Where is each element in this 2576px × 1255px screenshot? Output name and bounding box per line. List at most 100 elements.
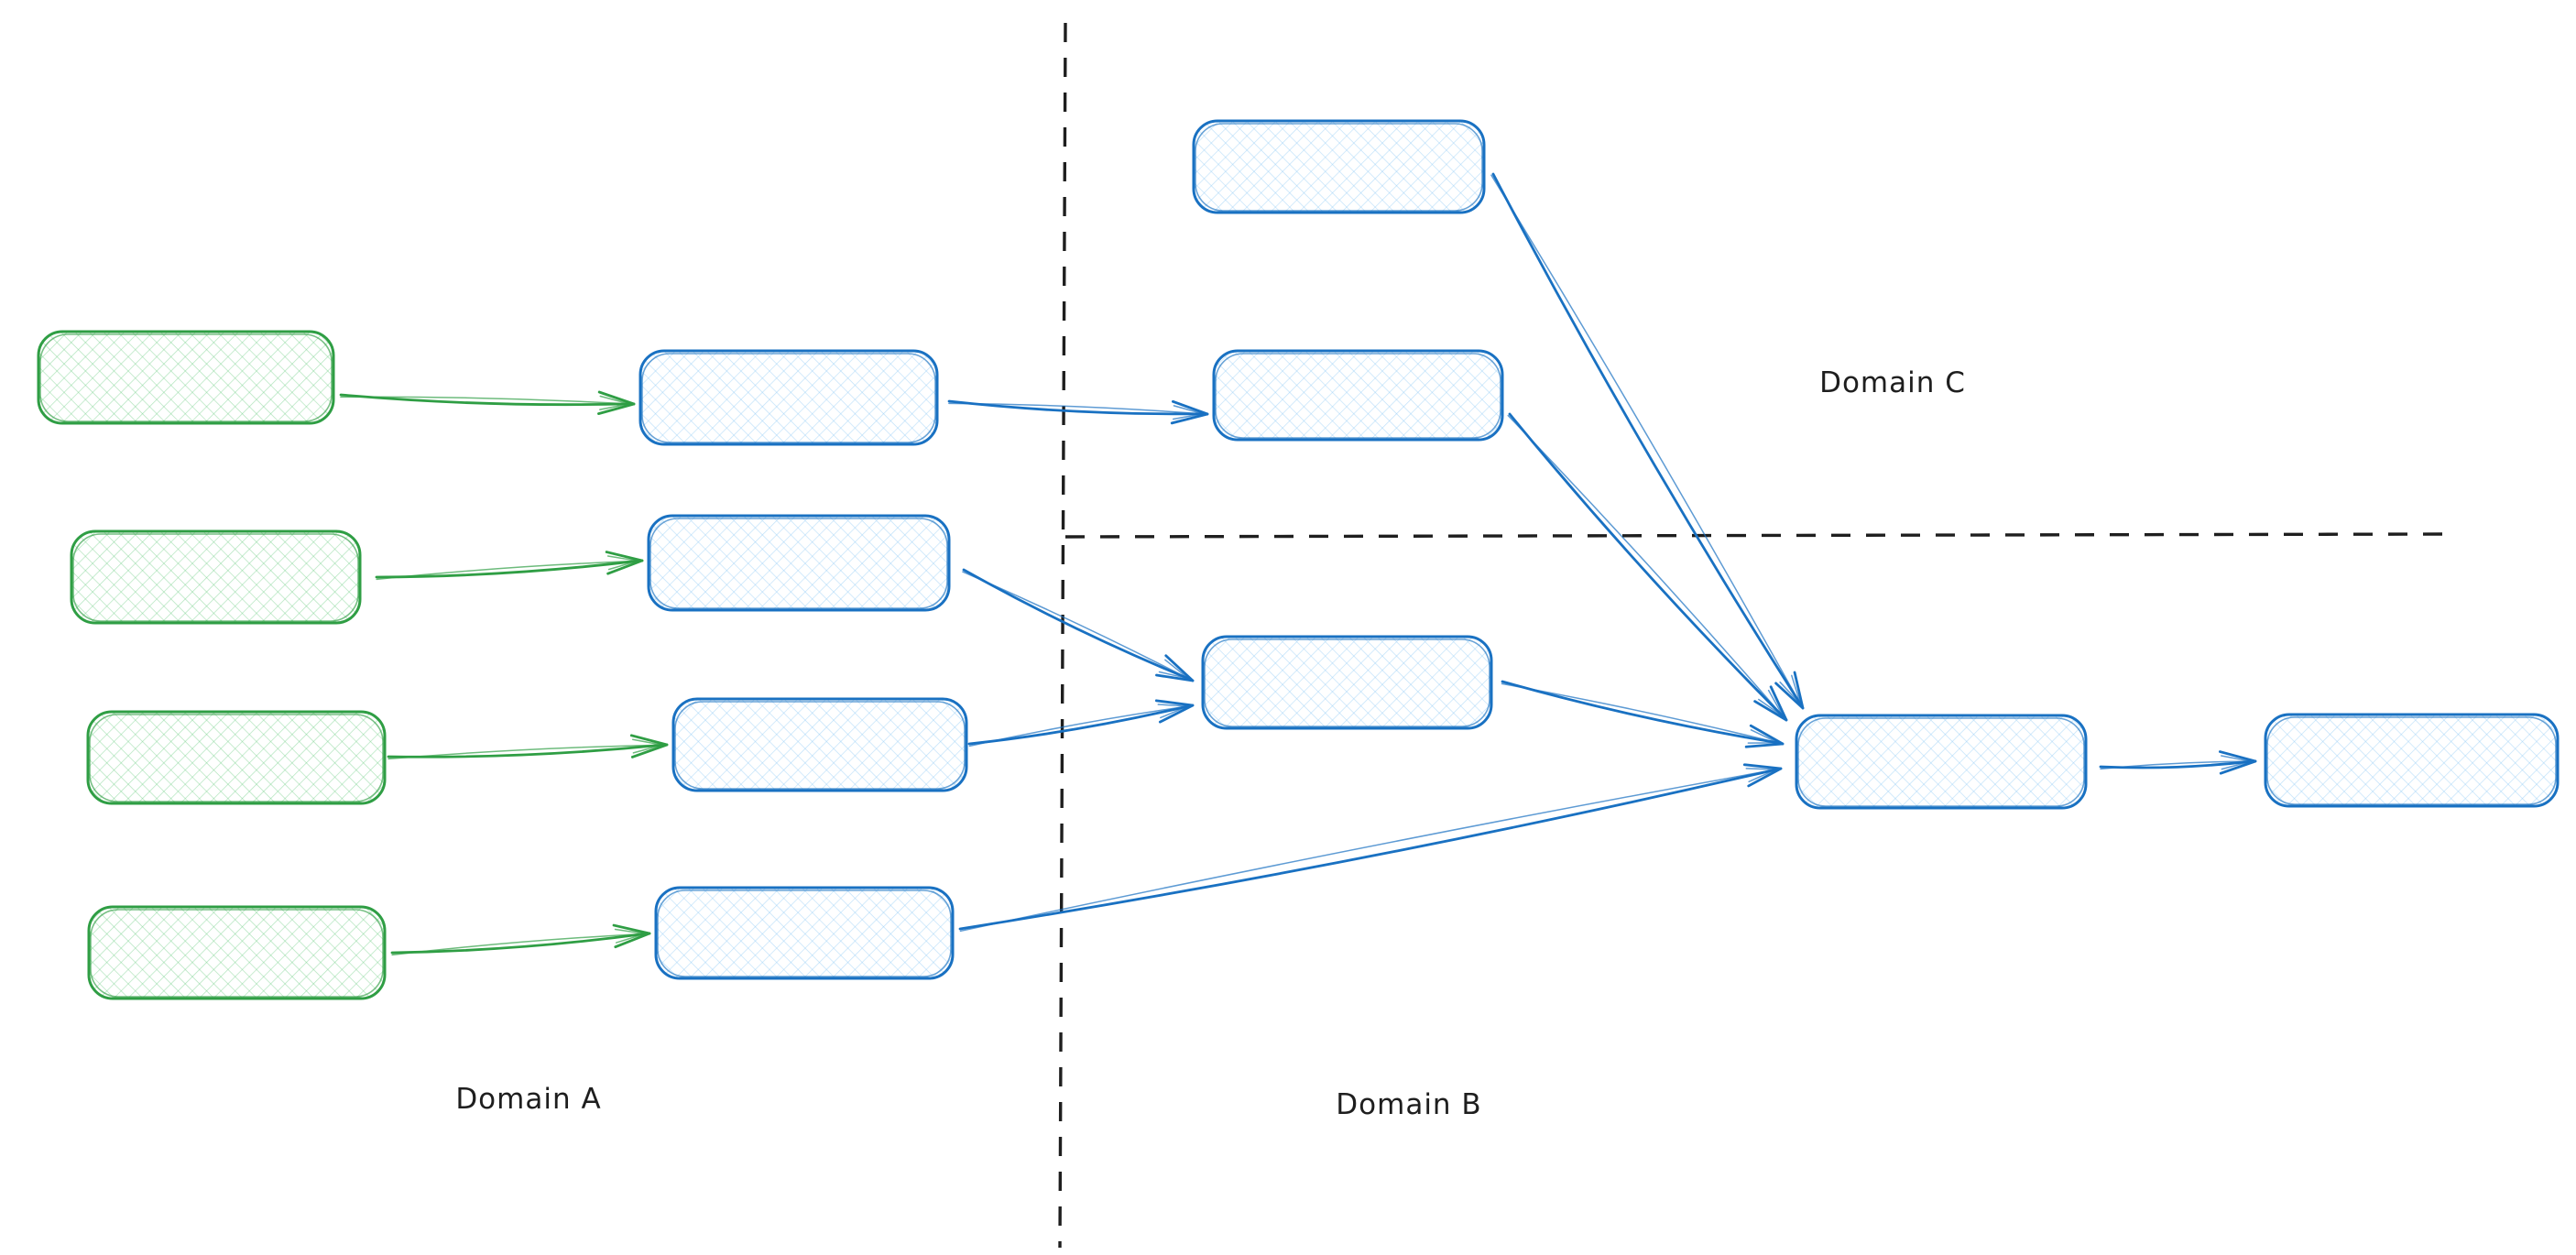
node-body xyxy=(1795,714,2088,810)
arrow-shaft xyxy=(947,399,1205,416)
arrow-shaft-echo xyxy=(2100,760,2249,770)
node-outline-echo xyxy=(641,353,936,443)
arrow-a2-to-b-row3[interactable] xyxy=(962,568,1195,682)
arrow-head-echo xyxy=(1758,698,1785,718)
node-outline-echo xyxy=(657,889,952,977)
arrow-head xyxy=(2218,750,2257,763)
arrow-head-echo xyxy=(1164,659,1190,680)
arrow-head-echo xyxy=(1173,405,1204,415)
label-domain-b[interactable]: Domain B xyxy=(1336,1088,1481,1121)
arrow-b-row2-to-hub[interactable] xyxy=(1507,412,1788,722)
arrow-head-echo xyxy=(1750,729,1779,744)
arrow-head xyxy=(1774,682,1805,710)
node-outline-echo xyxy=(1215,353,1501,439)
arrow-head-echo xyxy=(1779,681,1802,705)
arrow-shaft-echo xyxy=(948,402,1201,415)
arrow-head xyxy=(1158,704,1195,724)
arrow-head-echo xyxy=(615,933,646,944)
arrow-green-4-to-a4[interactable] xyxy=(390,923,651,956)
arrow-head xyxy=(605,551,644,562)
arrow-head xyxy=(1154,699,1195,707)
arrow-head xyxy=(1769,685,1788,722)
node-green-box-4[interactable] xyxy=(87,905,387,1000)
node-outline-echo xyxy=(674,701,966,790)
node-blue-box-hub[interactable] xyxy=(1795,714,2088,810)
divider-vertical[interactable] xyxy=(1058,22,1067,1249)
arrow-head xyxy=(1749,724,1785,746)
arrow-green-3-to-a3[interactable] xyxy=(387,734,669,760)
label-domain-a[interactable]: Domain A xyxy=(455,1083,601,1116)
node-blue-box-a4[interactable] xyxy=(654,886,955,980)
arrow-head xyxy=(630,743,669,758)
node-blue-box-b-row3[interactable] xyxy=(1201,635,1493,730)
node-blue-box-final[interactable] xyxy=(2264,713,2560,808)
arrow-a3-to-b-row3[interactable] xyxy=(967,699,1195,748)
arrow-head xyxy=(2219,759,2257,775)
arrow-shaft-echo xyxy=(962,571,1187,679)
arrow-head-echo xyxy=(607,560,639,571)
arrow-shaft-echo xyxy=(391,933,643,956)
node-body xyxy=(647,514,951,612)
node-green-box-2[interactable] xyxy=(70,529,362,625)
arrow-head xyxy=(1742,763,1783,770)
node-outline-echo xyxy=(90,909,384,998)
arrow-c-top-to-hub[interactable] xyxy=(1490,172,1805,710)
arrow-shaft xyxy=(1501,680,1780,745)
node-blue-box-b-row2[interactable] xyxy=(1212,349,1504,442)
arrow-head xyxy=(1793,671,1805,710)
node-blue-box-a1[interactable] xyxy=(639,349,939,446)
arrow-shaft-echo xyxy=(959,769,1774,933)
arrow-head xyxy=(597,390,636,406)
node-blue-box-c-top[interactable] xyxy=(1192,119,1486,214)
arrow-shaft xyxy=(1491,172,1802,706)
arrow-green-2-to-a2[interactable] xyxy=(375,551,644,581)
node-green-box-3[interactable] xyxy=(86,710,387,805)
arrow-shaft-echo xyxy=(1507,414,1783,715)
arrow-head-echo xyxy=(1157,704,1189,707)
arrow-head xyxy=(597,402,636,416)
arrow-green-1-to-a1[interactable] xyxy=(339,390,636,416)
arrow-shaft xyxy=(375,559,639,579)
node-body xyxy=(86,710,387,805)
arrow-head xyxy=(629,734,669,747)
node-green-box-1[interactable] xyxy=(37,330,335,425)
arrow-head xyxy=(1747,767,1783,788)
arrow-head-echo xyxy=(614,928,646,935)
arrow-head-echo xyxy=(599,395,630,405)
arrow-head-echo xyxy=(1748,769,1777,783)
node-body xyxy=(639,349,939,446)
node-body xyxy=(2264,713,2560,808)
arrow-shaft xyxy=(1508,412,1785,718)
arrow-head xyxy=(614,932,651,949)
arrow-head xyxy=(1155,673,1195,682)
arrow-head-echo xyxy=(2221,755,2252,762)
arrow-head-echo xyxy=(599,403,630,410)
arrow-head xyxy=(606,559,644,575)
arrow-a1-to-b-row2[interactable] xyxy=(947,399,1209,425)
node-body xyxy=(654,886,955,980)
label-domain-c[interactable]: Domain C xyxy=(1819,366,1966,399)
arrow-b-row3-to-hub[interactable] xyxy=(1501,680,1785,748)
node-body xyxy=(671,697,968,792)
arrow-head xyxy=(1753,700,1788,722)
arrow-shaft xyxy=(387,743,664,758)
node-outline-echo xyxy=(1195,123,1483,212)
arrow-a4-to-hub[interactable] xyxy=(958,763,1783,933)
arrow-head-echo xyxy=(1158,671,1190,680)
node-body xyxy=(70,529,362,625)
arrow-head xyxy=(1172,399,1209,416)
arrow-head-echo xyxy=(1160,705,1189,719)
divider-horizontal[interactable] xyxy=(1064,532,2445,539)
arrow-shaft xyxy=(339,393,631,407)
arrow-head xyxy=(1744,742,1785,748)
arrow-hub-to-final[interactable] xyxy=(2099,750,2257,775)
arrow-head-echo xyxy=(606,555,639,562)
node-blue-box-a3[interactable] xyxy=(671,697,968,792)
arrow-shaft xyxy=(390,932,647,955)
node-outline-echo xyxy=(89,714,384,802)
node-body xyxy=(1212,349,1504,442)
node-blue-box-a2[interactable] xyxy=(647,514,951,612)
arrow-shaft-echo xyxy=(1501,682,1776,744)
